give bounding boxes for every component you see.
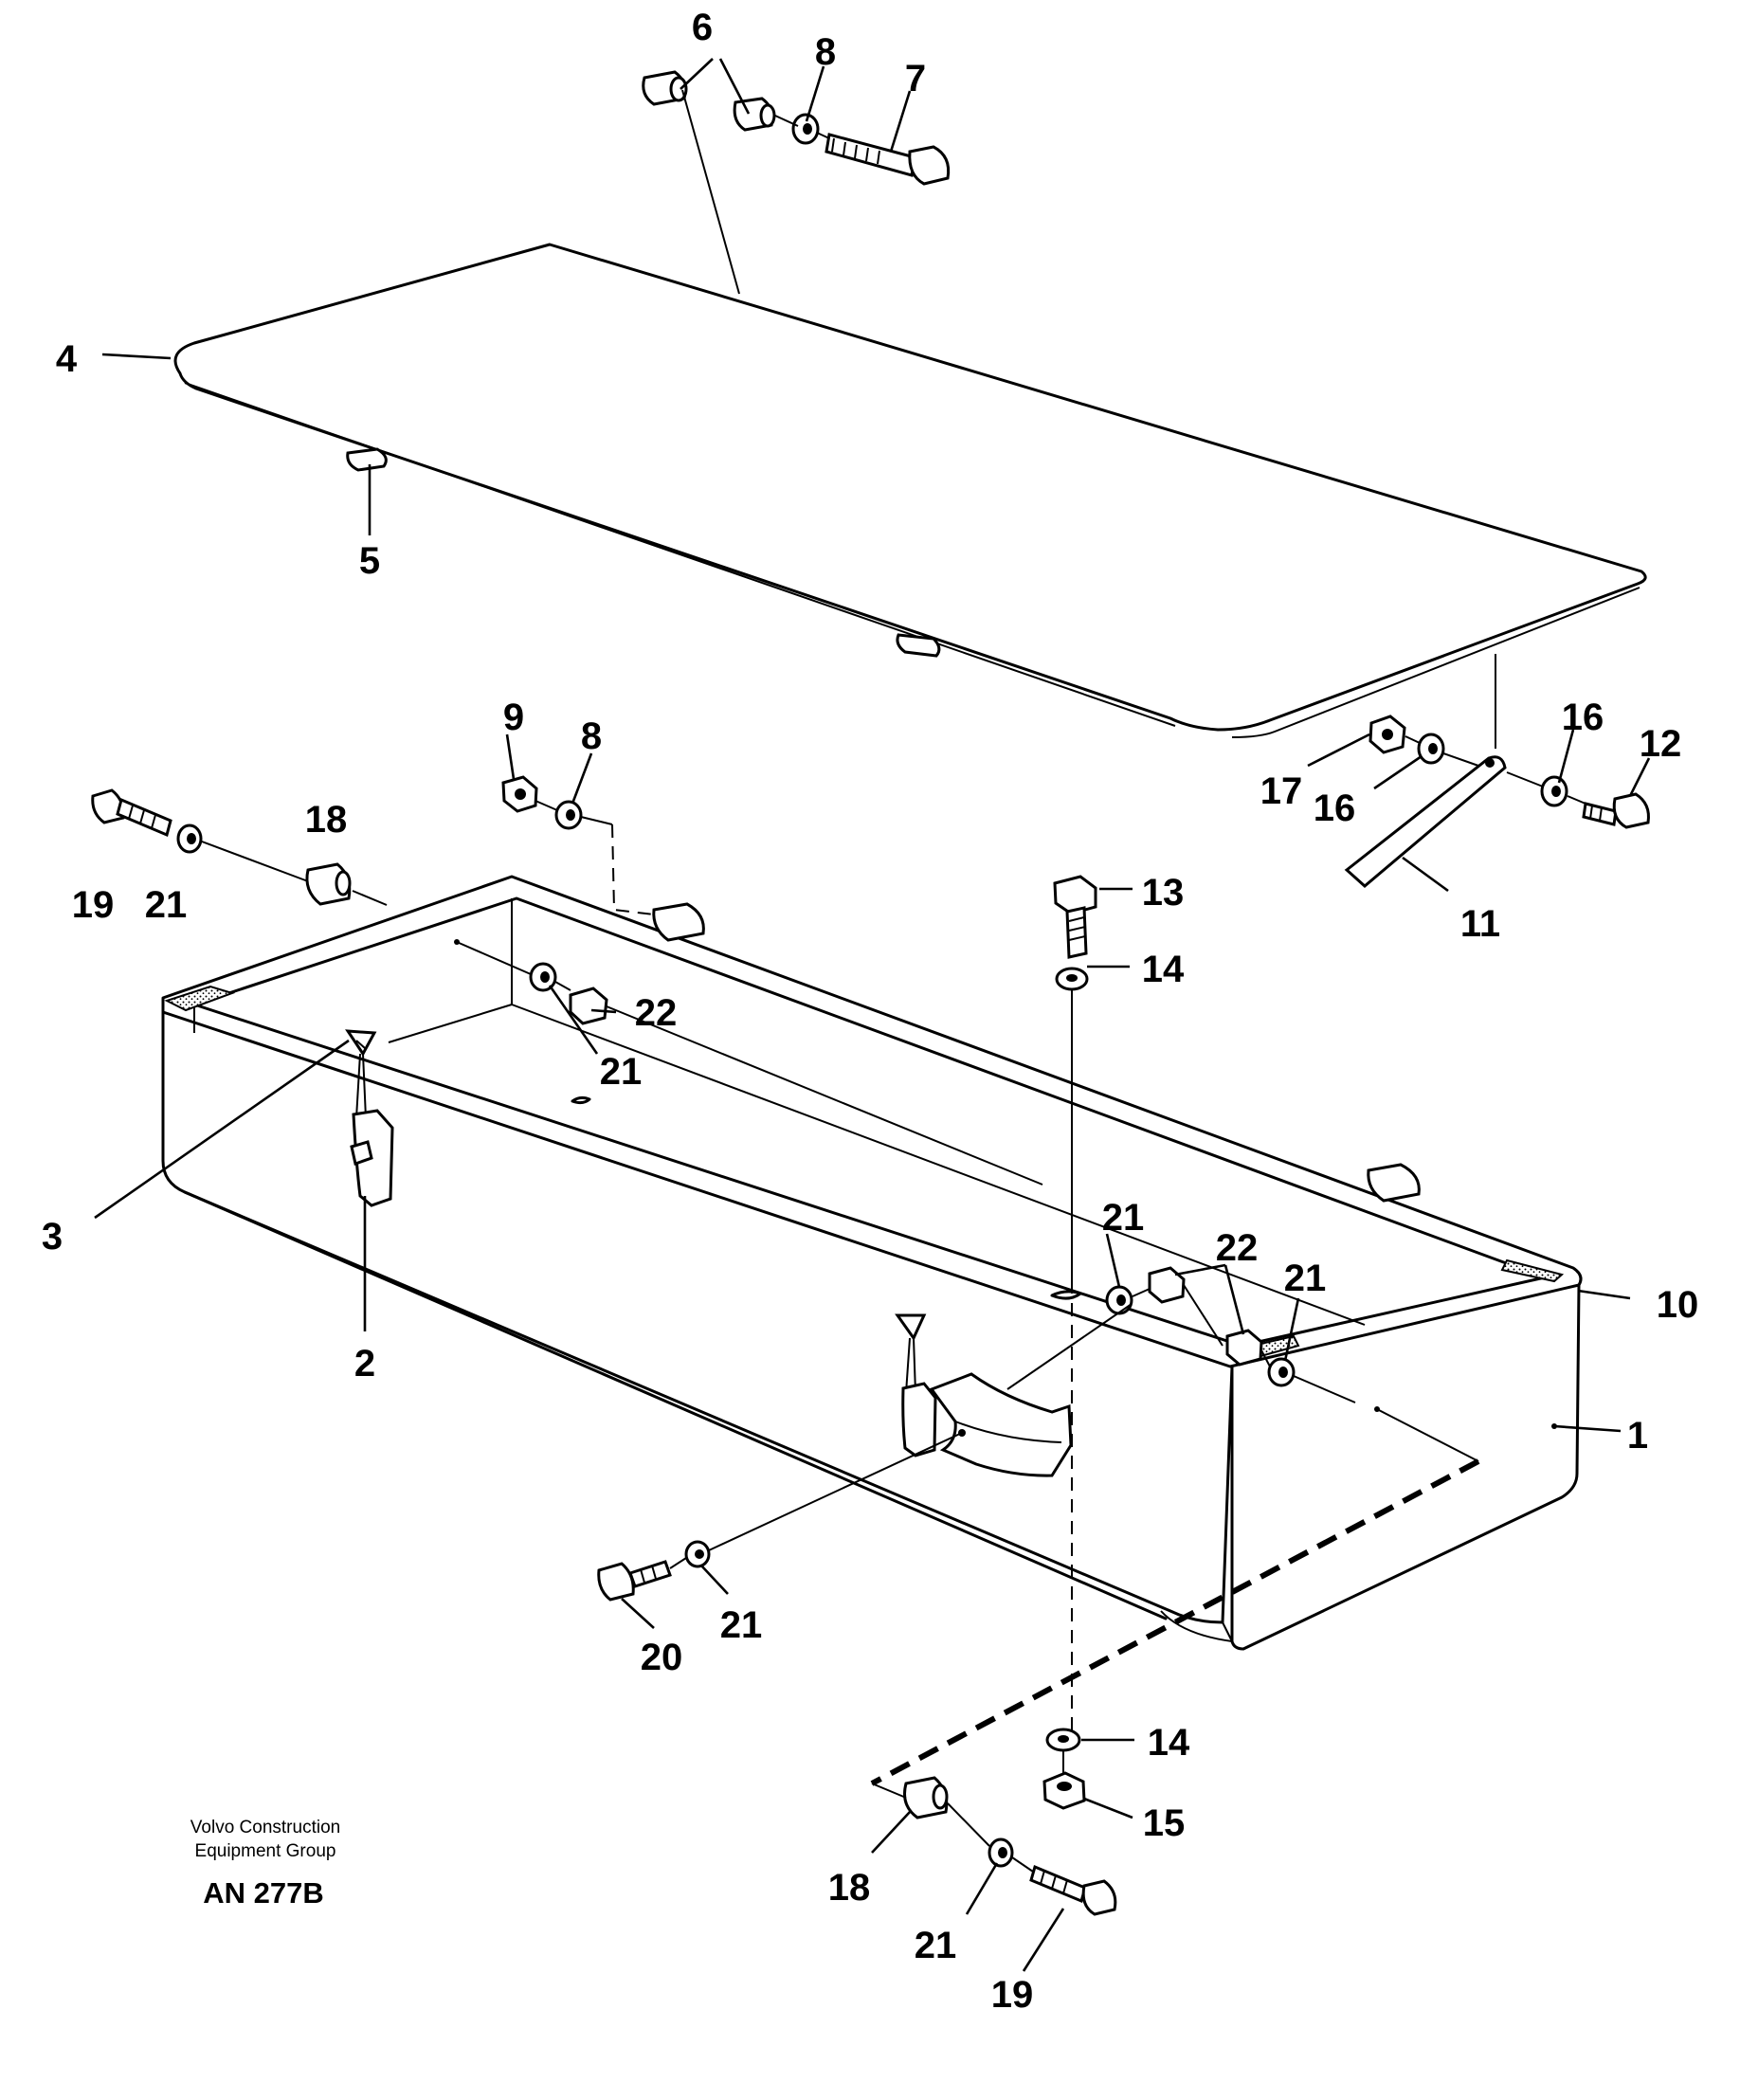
bolt-13 [1053, 875, 1097, 959]
callout-9: 9 [503, 697, 524, 738]
lid-latch-catch [896, 633, 941, 658]
washer-8-middle [554, 800, 583, 830]
washer-21-bottom-right [988, 1838, 1014, 1868]
callout-14-bottom: 14 [1148, 1722, 1190, 1764]
washer-21-inner-right [1105, 1285, 1133, 1315]
washer-21-left [176, 824, 203, 854]
rim-spacer-right [1367, 1163, 1421, 1203]
nut-9 [501, 775, 538, 813]
callout-8-top: 8 [815, 31, 836, 73]
spacer-18-left [305, 862, 352, 906]
callout-21-top: 21 [145, 884, 188, 926]
washer-16-right [1540, 775, 1568, 807]
callout-14-top: 14 [1142, 949, 1185, 990]
callout-labels: 6 8 7 4 5 9 8 16 12 17 16 18 19 21 13 11… [42, 7, 1698, 2016]
assembly-lines [201, 89, 1586, 1873]
bolt-19-left [91, 788, 172, 838]
callout-16-left: 16 [1314, 788, 1356, 829]
callout-22-left: 22 [635, 992, 678, 1034]
latch-right [895, 1313, 937, 1457]
callout-16-right: 16 [1562, 697, 1604, 738]
leader-lines [94, 58, 1651, 1972]
callout-20: 20 [641, 1637, 683, 1678]
callout-18-top: 18 [305, 799, 348, 841]
callout-5: 5 [359, 540, 380, 582]
nut-22-right-a [1148, 1266, 1186, 1304]
drawing-credit: Volvo Construction Equipment Group AN 27… [190, 1818, 340, 1910]
washer-14-bottom [1045, 1728, 1081, 1752]
drawing-code: AN 277B [203, 1876, 324, 1910]
nut-22-left [569, 987, 608, 1025]
rim-spacer-back [652, 902, 705, 942]
publisher-line-1: Volvo Construction [190, 1818, 340, 1838]
callout-12: 12 [1640, 723, 1682, 765]
publisher-line-2: Equipment Group [195, 1841, 336, 1861]
latch-left [345, 1029, 394, 1207]
washer-21-right-far [1267, 1357, 1296, 1387]
callout-3: 3 [42, 1216, 63, 1258]
callout-22-right: 22 [1216, 1227, 1259, 1269]
callout-21-right-far: 21 [1284, 1258, 1327, 1299]
spacer-18-bottom [903, 1776, 949, 1819]
callout-6: 6 [692, 7, 713, 48]
callout-17: 17 [1260, 770, 1303, 812]
callout-4: 4 [56, 338, 78, 380]
nut-15 [1042, 1771, 1086, 1810]
callout-13: 13 [1142, 872, 1185, 914]
washer-21-inner-left [529, 962, 557, 992]
callout-11: 11 [1460, 903, 1500, 945]
callout-19-bottom: 19 [991, 1974, 1034, 2016]
callout-1: 1 [1627, 1415, 1648, 1457]
bush-6-left [642, 70, 688, 106]
callout-2: 2 [354, 1343, 375, 1385]
bolt-12 [1582, 792, 1650, 829]
lid-hinge-pin [346, 447, 388, 472]
washer-14-top [1055, 967, 1089, 991]
lid-stay [1344, 755, 1507, 888]
nut-17 [1368, 715, 1406, 754]
callout-19-top: 19 [72, 884, 115, 926]
bolt-20 [597, 1560, 672, 1602]
callout-21-bottom-left: 21 [720, 1604, 763, 1646]
callout-18-bottom: 18 [828, 1867, 871, 1909]
nut-22-right-b [1225, 1329, 1263, 1367]
washer-16-left [1417, 733, 1445, 765]
toolbox-body [161, 875, 1583, 1651]
callout-8-middle: 8 [581, 715, 602, 757]
callout-21-inner-right: 21 [1102, 1197, 1145, 1239]
callout-21-bottom-right: 21 [915, 1925, 957, 1966]
callout-10: 10 [1657, 1284, 1699, 1326]
callout-21-inner-left: 21 [600, 1051, 643, 1093]
callout-15: 15 [1143, 1802, 1186, 1844]
lid [173, 243, 1647, 738]
bolt-7 [825, 133, 951, 186]
washer-21-bottom-left [684, 1540, 711, 1568]
handle-bracket [929, 1372, 1073, 1477]
bush-6-right [733, 97, 776, 132]
bolt-19-bottom [1029, 1864, 1117, 1916]
callout-7: 7 [905, 58, 926, 100]
washer-8-top [791, 113, 820, 145]
